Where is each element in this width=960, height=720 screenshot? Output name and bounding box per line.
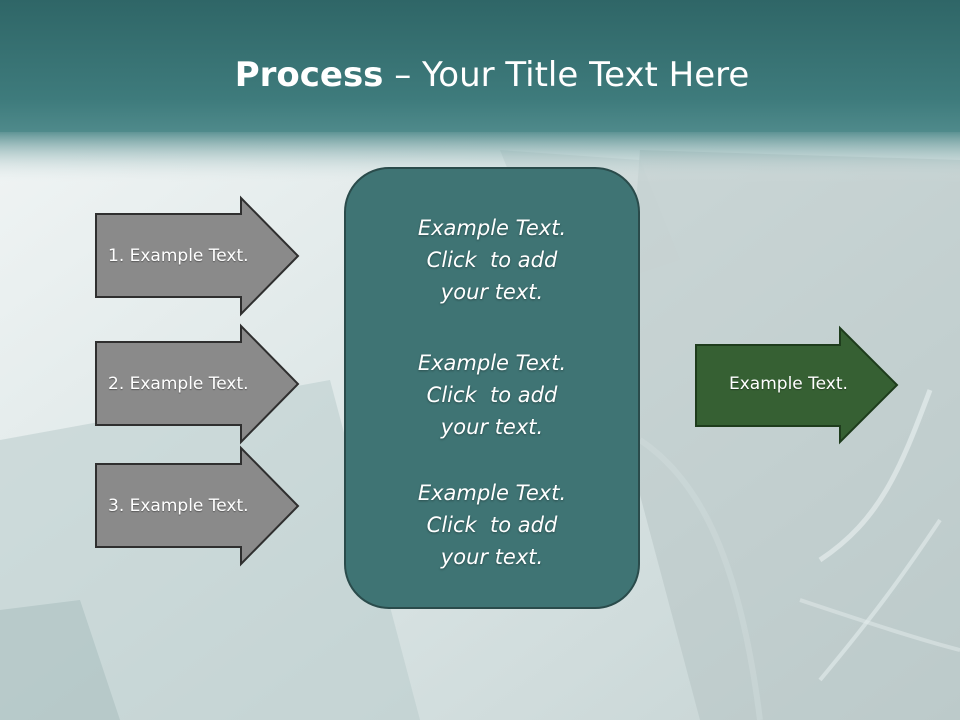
output-label: Example Text. bbox=[729, 374, 848, 394]
center-text-line: your text. bbox=[440, 545, 544, 569]
page-title: Process – Your Title Text Here bbox=[0, 52, 960, 98]
input-label-2: 2. Example Text. bbox=[108, 374, 249, 394]
title-bold: Process bbox=[234, 55, 384, 95]
input-label-1: 1. Example Text. bbox=[108, 246, 249, 266]
center-text-line: Example Text. bbox=[417, 481, 567, 505]
input-label-3: 3. Example Text. bbox=[108, 496, 249, 516]
center-text-block-1: Example Text. Click to add your text. bbox=[345, 212, 639, 308]
center-text-line: Click to add bbox=[426, 383, 558, 407]
input-arrow-1 bbox=[95, 195, 300, 317]
center-text-block-3: Example Text. Click to add your text. bbox=[345, 477, 639, 573]
center-text-line: Example Text. bbox=[417, 351, 567, 375]
center-text-block-2: Example Text. Click to add your text. bbox=[345, 347, 639, 443]
center-text-line: Click to add bbox=[426, 513, 558, 537]
output-arrow bbox=[695, 325, 899, 445]
center-text-line: your text. bbox=[440, 415, 544, 439]
input-arrow-2 bbox=[95, 323, 300, 445]
input-arrow-3 bbox=[95, 445, 300, 567]
center-text-line: your text. bbox=[440, 280, 544, 304]
center-text-line: Example Text. bbox=[417, 216, 567, 240]
title-rest: – Your Title Text Here bbox=[383, 55, 750, 95]
center-box bbox=[344, 167, 640, 609]
center-text-line: Click to add bbox=[426, 248, 558, 272]
